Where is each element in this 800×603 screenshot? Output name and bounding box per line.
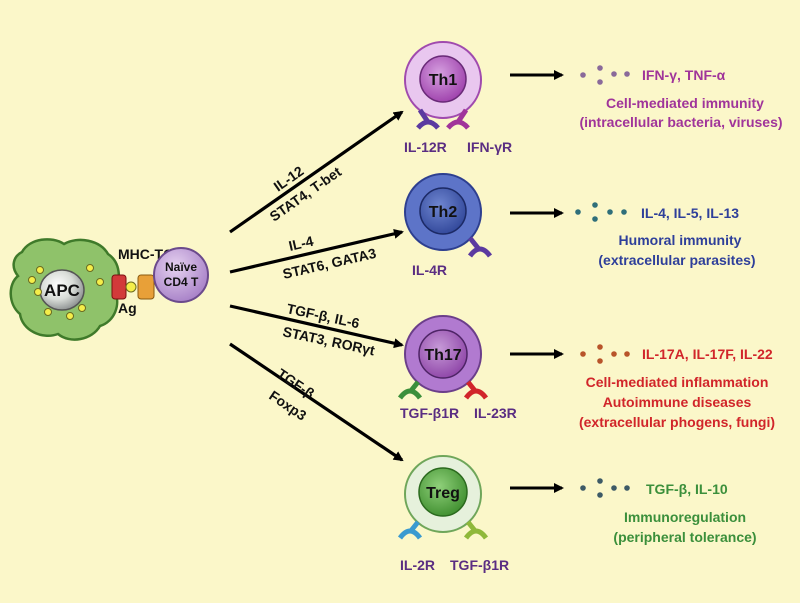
th17-effect-1: Cell-mediated inflammation [586, 374, 769, 390]
th17-receptor-1: TGF-β1R [400, 405, 459, 421]
th2-label: Th2 [429, 204, 458, 221]
il-23r-receptor-icon [463, 380, 489, 400]
treg-effect-2: (peripheral tolerance) [613, 529, 756, 545]
naive-cd4-t-cell: Naïve CD4 T [153, 247, 209, 303]
th2-cytokine-dots-icon [575, 202, 627, 222]
naive-label-line1: Naïve [165, 260, 197, 274]
treg-receptor-1: IL-2R [400, 557, 435, 573]
il-12r-receptor-icon [416, 108, 440, 130]
th1-cytokines: IFN-γ, TNF-α [642, 67, 726, 83]
arrow-to-th1 [229, 110, 404, 234]
treg-label: Treg [426, 485, 460, 502]
th2-cell: Th2 [404, 173, 493, 258]
th2-receptor-1: IL-4R [412, 262, 447, 278]
th1-label: Th1 [429, 72, 458, 89]
th17-cytokine-dots-icon [580, 344, 630, 364]
apc-cell: APC [9, 238, 121, 341]
tgf-b1r-receptor-icon [463, 520, 489, 540]
th17-cytokines: IL-17A, IL-17F, IL-22 [642, 346, 773, 362]
arrow-to-th2 [229, 228, 404, 274]
ifn-gr-receptor-icon [446, 108, 470, 130]
th2-cytokines: IL-4, IL-5, IL-13 [641, 205, 739, 221]
th17-cell: Th17 [397, 315, 489, 400]
th17-effect-2: Autoimmune diseases [603, 394, 752, 410]
treg-cell: Treg [397, 455, 489, 540]
apc-label: APC [44, 281, 80, 300]
th17-label: Th17 [424, 347, 461, 364]
tgf-b1r-receptor-icon [397, 380, 423, 400]
treg-cytokine-dots-icon [580, 478, 630, 498]
th17-receptor-2: IL-23R [474, 405, 517, 421]
arrow-to-treg [229, 342, 404, 462]
treg-receptor-2: TGF-β1R [450, 557, 509, 573]
path-th2-signal: IL-4 [287, 233, 315, 254]
arrow-to-th17 [229, 304, 404, 349]
il-2r-receptor-icon [397, 520, 423, 540]
antigen-label: Ag [118, 300, 137, 316]
th1-receptor-2: IFN-γR [467, 139, 512, 155]
treg-effect-1: Immunoregulation [624, 509, 746, 525]
th2-effect-2: (extracellular parasites) [598, 252, 755, 268]
th2-effect-1: Humoral immunity [619, 232, 742, 248]
il-4r-receptor-icon [467, 236, 493, 258]
treg-cytokines: TGF-β, IL-10 [646, 481, 728, 497]
naive-label-line2: CD4 T [164, 275, 199, 289]
th1-cytokine-dots-icon [580, 65, 630, 85]
th1-effect-2: (intracellular bacteria, viruses) [579, 114, 782, 130]
th17-effect-3: (extracellular phogens, fungi) [579, 414, 775, 430]
th1-receptor-1: IL-12R [404, 139, 447, 155]
mhc-tcr-synapse [111, 274, 155, 300]
th1-cell: Th1 [404, 41, 482, 130]
th1-effect-1: Cell-mediated immunity [606, 95, 764, 111]
